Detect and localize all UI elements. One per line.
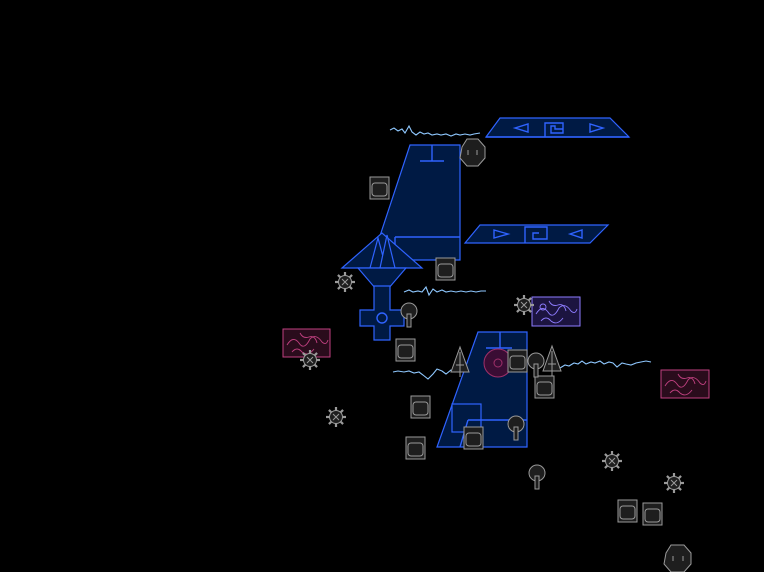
gear-icon[interactable] (602, 451, 622, 471)
crate[interactable] (463, 426, 484, 450)
crate[interactable] (435, 257, 456, 281)
crate[interactable] (369, 176, 390, 200)
crate[interactable] (617, 499, 638, 523)
gear-icon[interactable] (664, 473, 684, 493)
mushroom-post[interactable] (507, 415, 525, 441)
core-icon (376, 312, 388, 324)
hex-pod[interactable] (459, 138, 486, 167)
hazard-panel[interactable] (282, 328, 331, 358)
energy-wave (389, 124, 481, 137)
meander-emblem-icon (524, 226, 548, 243)
mushroom-post[interactable] (527, 352, 545, 378)
crate[interactable] (507, 349, 528, 373)
arrow-right-icon (493, 229, 511, 239)
gear-icon[interactable] (300, 350, 320, 370)
hazard-panel[interactable] (660, 369, 710, 399)
pine-tree (542, 344, 562, 376)
arrow-left-icon (567, 229, 583, 239)
antenna (420, 145, 444, 162)
crate[interactable] (534, 375, 555, 399)
crate[interactable] (410, 395, 431, 419)
crate[interactable] (642, 502, 663, 526)
mushroom-post[interactable] (400, 302, 418, 328)
arrow-left-icon (512, 123, 529, 133)
tower (340, 144, 461, 341)
floating-platform (484, 117, 631, 138)
gear-icon[interactable] (514, 295, 534, 315)
energy-wave (403, 285, 486, 297)
energy-wave (559, 360, 652, 369)
crate[interactable] (395, 338, 416, 362)
pine-tree (450, 345, 470, 377)
gear-icon[interactable] (335, 272, 355, 292)
hex-pod[interactable] (663, 544, 692, 572)
meander-emblem-icon (544, 122, 564, 137)
crate[interactable] (405, 436, 426, 460)
floating-platform (463, 224, 610, 244)
portal-panel[interactable] (531, 296, 581, 327)
tower (436, 331, 528, 448)
arrow-right-icon (589, 123, 606, 133)
mushroom-post[interactable] (528, 464, 546, 490)
gear-icon[interactable] (326, 407, 346, 427)
